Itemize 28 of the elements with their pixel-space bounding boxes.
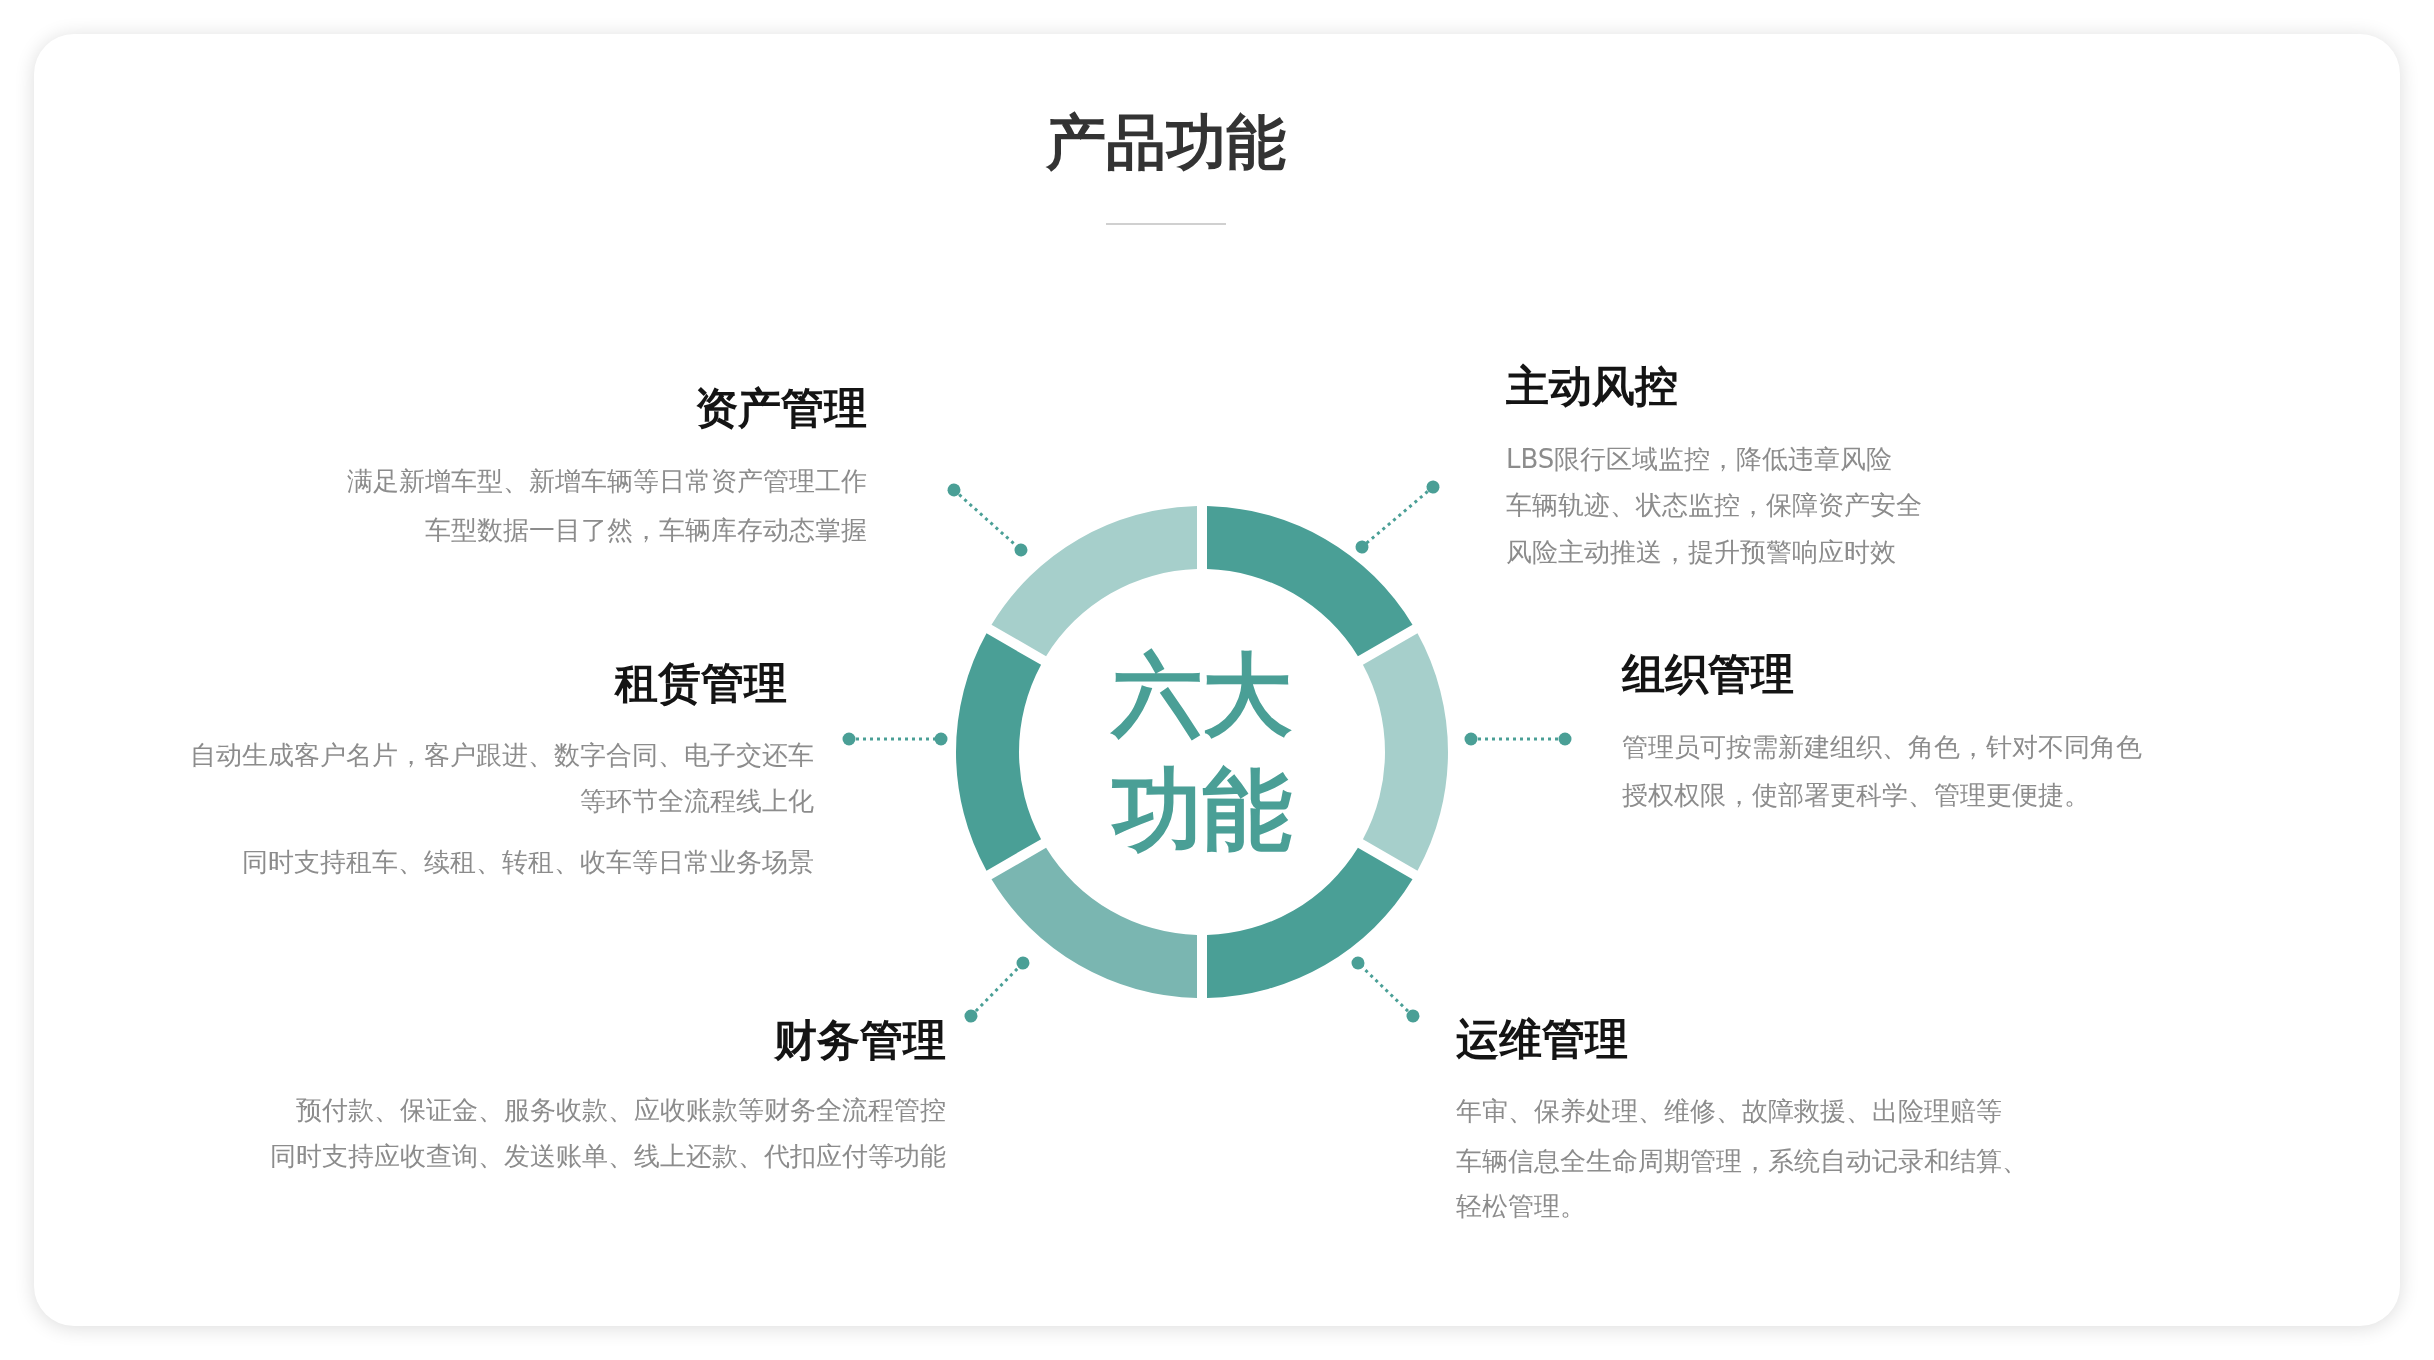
center-label: 六大功能 [1107,637,1297,867]
feature-heading: 财务管理 [774,1014,946,1065]
leader-line [1351,956,1420,1023]
feature-heading: 租赁管理 [615,657,787,708]
leader-line [964,956,1030,1023]
feature-description: 车辆信息全生命周期管理，系统自动记录和结算、轻松管理。 [1456,1144,2029,1223]
feature-description: 管理员可按需新建组织、角色，针对不同角色授权权限，使部署更科学、管理更便捷。 [1622,730,2143,812]
feature-description: 车辆轨迹、状态监控，保障资产安全 [1506,489,1922,522]
leader-line [1464,732,1572,746]
feature-description: 预付款、保证金、服务收款、应收账款等财务全流程管控 [296,1093,946,1127]
feature-heading: 组织管理 [1622,648,1794,699]
feature-description: 风险主动推送，提升预警响应时效 [1506,535,1896,569]
feature-description: 同时支持应收查询、发送账单、线上还款、代扣应付等功能 [270,1139,946,1173]
feature-heading: 运维管理 [1456,1013,1628,1064]
feature-heading: 主动风控 [1506,361,1678,411]
ring-segment [1362,633,1448,871]
leader-line [1355,480,1440,554]
feature-description: 满足新增车型、新增车辆等日常资产管理工作 [347,465,867,498]
leader-line [842,732,948,746]
feature-description: LBS限行区域监控，降低违章风险 [1506,442,1893,476]
leader-line [947,483,1028,557]
feature-heading: 资产管理 [695,383,867,433]
feature-description: 年审、保养处理、维修、故障救援、出险理赔等 [1456,1094,2002,1128]
feature-description: 同时支持租车、续租、转租、收车等日常业务场景 [242,846,814,879]
feature-description: 自动生成客户名片，客户跟进、数字合同、电子交还车等环节全流程线上化 [189,739,814,818]
page-title: 产品功能 [1046,106,1286,178]
ring-segment [956,633,1042,871]
feature-description: 车型数据一目了然，车辆库存动态掌握 [425,513,867,547]
